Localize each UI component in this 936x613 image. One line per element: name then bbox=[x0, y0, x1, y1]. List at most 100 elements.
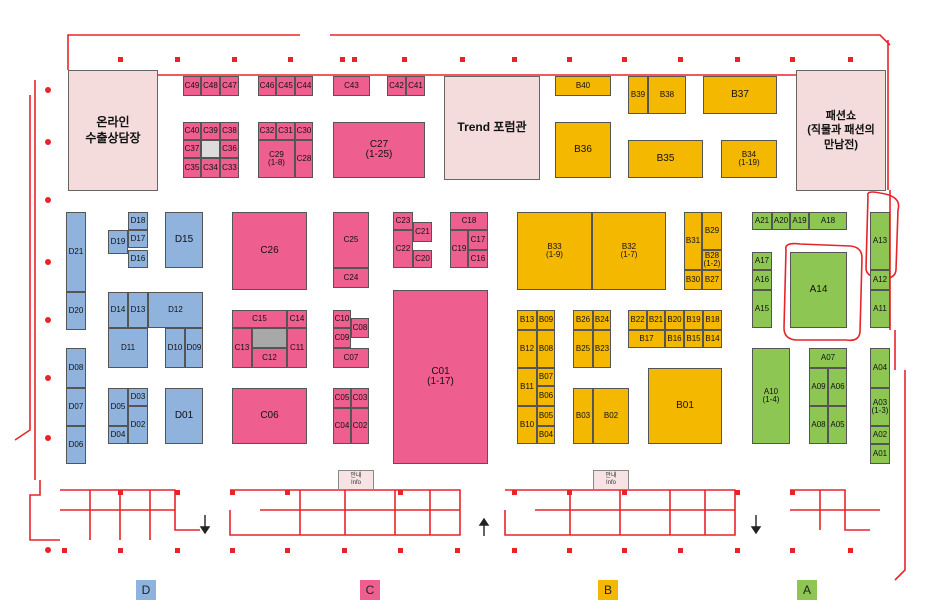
booth-d13[interactable]: D13 bbox=[128, 292, 148, 328]
booth-c45[interactable]: C45 bbox=[276, 76, 295, 96]
booth-d06[interactable]: D06 bbox=[66, 426, 86, 464]
booth-c39[interactable]: C39 bbox=[201, 122, 220, 140]
booth-c14[interactable]: C14 bbox=[287, 310, 307, 328]
info-desk-b[interactable]: 안내 Info bbox=[593, 470, 629, 490]
booth-a06[interactable]: A06 bbox=[828, 368, 847, 406]
booth-b32[interactable]: B32 (1-7) bbox=[592, 212, 666, 290]
booth-c48[interactable]: C48 bbox=[201, 76, 220, 96]
booth-b40[interactable]: B40 bbox=[555, 76, 611, 96]
booth-b34[interactable]: B34 (1-19) bbox=[721, 140, 777, 178]
booth-c15[interactable]: C15 bbox=[232, 310, 287, 328]
booth-c27[interactable]: C27 (1-25) bbox=[333, 122, 425, 178]
booth-a09[interactable]: A09 bbox=[809, 368, 828, 406]
booth-a14[interactable]: A14 bbox=[790, 252, 847, 328]
booth-b36[interactable]: B36 bbox=[555, 122, 611, 178]
booth-b01[interactable]: B01 bbox=[648, 368, 722, 444]
booth-b37[interactable]: B37 bbox=[703, 76, 777, 114]
booth-c32[interactable]: C32 bbox=[258, 122, 276, 140]
booth-c05[interactable]: C05 bbox=[333, 388, 351, 408]
booth-d21[interactable]: D21 bbox=[66, 212, 86, 292]
booth-c11[interactable]: C11 bbox=[287, 328, 307, 368]
booth-d09[interactable]: D09 bbox=[185, 328, 203, 368]
booth-c43[interactable]: C43 bbox=[333, 76, 370, 96]
booth-b16[interactable]: B16 bbox=[665, 330, 684, 348]
booth-a10[interactable]: A10 (1-4) bbox=[752, 348, 790, 444]
booth-b07[interactable]: B07 bbox=[537, 368, 555, 386]
booth-b22[interactable]: B22 bbox=[628, 310, 647, 330]
booth-c40[interactable]: C40 bbox=[183, 122, 201, 140]
booth-c49[interactable]: C49 bbox=[183, 76, 201, 96]
booth-a19[interactable]: A19 bbox=[790, 212, 809, 230]
booth-c04[interactable]: C04 bbox=[333, 408, 351, 444]
booth-b28[interactable]: B28 (1-2) bbox=[702, 250, 722, 270]
booth-c21[interactable]: C21 bbox=[413, 222, 432, 242]
booth-b10[interactable]: B10 bbox=[517, 406, 537, 444]
booth-b04[interactable]: B04 bbox=[537, 426, 555, 444]
booth-d12[interactable]: D12 bbox=[148, 292, 203, 328]
hall-trend-forum[interactable]: Trend 포럼관 bbox=[444, 76, 540, 180]
booth-c13[interactable]: C13 bbox=[232, 328, 252, 368]
booth-d18[interactable]: D18 bbox=[128, 212, 148, 230]
booth-d11[interactable]: D11 bbox=[108, 328, 148, 368]
booth-b19[interactable]: B19 bbox=[684, 310, 703, 330]
booth-a08[interactable]: A08 bbox=[809, 406, 828, 444]
booth-c42[interactable]: C42 bbox=[387, 76, 406, 96]
booth-c19[interactable]: C19 bbox=[450, 230, 468, 268]
booth-b35[interactable]: B35 bbox=[628, 140, 703, 178]
booth-c26[interactable]: C26 bbox=[232, 212, 307, 290]
booth-d04[interactable]: D04 bbox=[108, 426, 128, 444]
booth-d08[interactable]: D08 bbox=[66, 348, 86, 388]
booth-a12[interactable]: A12 bbox=[870, 270, 890, 290]
booth-c16[interactable]: C16 bbox=[468, 250, 488, 268]
booth-b29[interactable]: B29 bbox=[702, 212, 722, 250]
booth-b13[interactable]: B13 bbox=[517, 310, 537, 330]
booth-b20[interactable]: B20 bbox=[665, 310, 684, 330]
booth-d10[interactable]: D10 bbox=[165, 328, 185, 368]
booth-d14[interactable]: D14 bbox=[108, 292, 128, 328]
booth-a15[interactable]: A15 bbox=[752, 290, 772, 328]
booth-a05[interactable]: A05 bbox=[828, 406, 847, 444]
booth-c37[interactable]: C37 bbox=[183, 140, 201, 158]
booth-d07[interactable]: D07 bbox=[66, 388, 86, 426]
booth-a02[interactable]: A02 bbox=[870, 426, 890, 444]
booth-d02[interactable]: D02 bbox=[128, 406, 148, 444]
booth-b23[interactable]: B23 bbox=[593, 330, 611, 368]
booth-c09[interactable]: C09 bbox=[333, 328, 351, 348]
booth-c17[interactable]: C17 bbox=[468, 230, 488, 250]
booth-a21[interactable]: A21 bbox=[752, 212, 772, 230]
booth-b31[interactable]: B31 bbox=[684, 212, 702, 270]
booth-c20[interactable]: C20 bbox=[413, 250, 432, 268]
booth-c34[interactable]: C34 bbox=[201, 158, 220, 178]
booth-b12[interactable]: B12 bbox=[517, 330, 537, 368]
booth-b15[interactable]: B15 bbox=[684, 330, 703, 348]
booth-b24[interactable]: B24 bbox=[593, 310, 611, 330]
booth-c28[interactable]: C28 bbox=[295, 140, 313, 178]
booth-b09[interactable]: B09 bbox=[537, 310, 555, 330]
booth-c10[interactable]: C10 bbox=[333, 310, 351, 328]
booth-c25[interactable]: C25 bbox=[333, 212, 369, 268]
booth-a18[interactable]: A18 bbox=[809, 212, 847, 230]
booth-c30[interactable]: C30 bbox=[295, 122, 313, 140]
booth-c07[interactable]: C07 bbox=[333, 348, 369, 368]
booth-a16[interactable]: A16 bbox=[752, 270, 772, 290]
booth-b18[interactable]: B18 bbox=[703, 310, 722, 330]
booth-a07[interactable]: A07 bbox=[809, 348, 847, 368]
booth-b30[interactable]: B30 bbox=[684, 270, 702, 290]
booth-b11[interactable]: B11 bbox=[517, 368, 537, 406]
hall-online-export-consultation[interactable]: 온라인 수출상담장 bbox=[68, 70, 158, 191]
booth-a13[interactable]: A13 bbox=[870, 212, 890, 270]
booth-a03[interactable]: A03 (1-3) bbox=[870, 388, 890, 426]
booth-b21[interactable]: B21 bbox=[647, 310, 665, 330]
info-desk-c[interactable]: 안내 Info bbox=[338, 470, 374, 490]
booth-c29[interactable]: C29 (1-8) bbox=[258, 140, 295, 178]
booth-b38[interactable]: B38 bbox=[648, 76, 686, 114]
booth-a01[interactable]: A01 bbox=[870, 444, 890, 464]
booth-c38[interactable]: C38 bbox=[220, 122, 239, 140]
booth-c41[interactable]: C41 bbox=[406, 76, 425, 96]
booth-a04[interactable]: A04 bbox=[870, 348, 890, 388]
booth-c23[interactable]: C23 bbox=[393, 212, 413, 230]
booth-a17[interactable]: A17 bbox=[752, 252, 772, 270]
booth-c12[interactable]: C12 bbox=[252, 348, 287, 368]
booth-c46[interactable]: C46 bbox=[258, 76, 276, 96]
booth-c01[interactable]: C01 (1-17) bbox=[393, 290, 488, 464]
